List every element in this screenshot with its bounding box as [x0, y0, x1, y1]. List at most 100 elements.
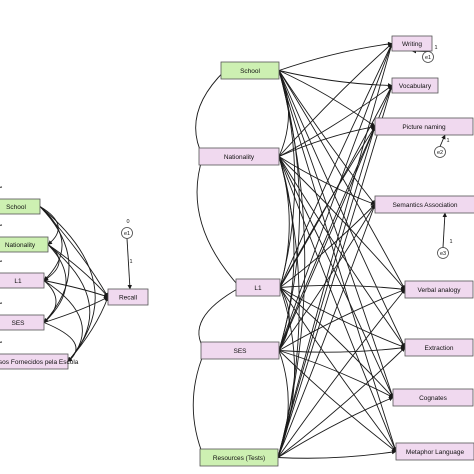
node-box — [107, 288, 149, 306]
node-box — [374, 195, 474, 214]
left-covariance-arc — [35, 202, 70, 323]
right-regression-arrow — [278, 126, 376, 351]
node-label: Recursos Fornecidos pela Escola — [0, 359, 79, 366]
node-label: Nationality — [224, 154, 255, 161]
right-regression-arrow — [278, 125, 376, 157]
node-label: Vocabulary — [399, 83, 432, 90]
node-box — [199, 448, 279, 467]
left_model.predictors-l_nat: Nationality — [0, 236, 49, 253]
right_model.predictors-r_school: School — [220, 61, 280, 80]
node-box — [0, 272, 45, 289]
right-covariance-arc — [277, 287, 295, 458]
right-regression-arrow — [278, 70, 376, 205]
node-label: School — [6, 204, 26, 211]
left_model.predictors-l_res: Recursos Fornecidos pela Escola — [0, 353, 79, 370]
path-coefficient-label: 0 — [126, 219, 129, 225]
right-regression-arrow — [277, 396, 394, 458]
right-regression-arrow — [277, 347, 406, 458]
left_model.predictors-l_school: School — [0, 198, 41, 215]
right-covariance-arc-left — [196, 156, 241, 288]
right-covariance-arc-left — [195, 70, 226, 157]
node-label: Resources (Tests) — [213, 455, 265, 462]
node-box — [374, 117, 474, 136]
node-box — [395, 442, 474, 461]
right-regression-arrow — [278, 43, 393, 157]
right-regression-arrow — [277, 43, 394, 458]
path-coefficient-label: 1 — [434, 45, 437, 51]
error-circle — [434, 146, 446, 158]
right-covariance-arc-left — [192, 350, 206, 458]
node-label: Extraction — [425, 345, 454, 352]
node-box — [0, 236, 49, 253]
error-re3: e3 — [437, 247, 449, 259]
error-circle — [437, 247, 449, 259]
left-variance-loop — [0, 260, 3, 262]
error-le1: e1 — [121, 227, 133, 239]
node-label: SES — [233, 348, 247, 355]
right-regression-arrow — [278, 156, 376, 206]
right_model.outcomes-metaphor: Metaphor Language — [395, 442, 474, 461]
left-variance-loop — [0, 302, 3, 304]
node-label: Picture naming — [402, 124, 446, 131]
left-variance-loop — [0, 224, 3, 226]
right_model.outcomes-writing: Writing — [391, 35, 433, 52]
nodes-layer: 10111SchoolNationalityL1SESRecursos Forn… — [0, 35, 474, 467]
right-regression-arrow — [278, 156, 394, 398]
left_model.predictors-l_ses: SES — [0, 314, 45, 331]
node-label: School — [240, 68, 260, 75]
right-regression-arrow — [278, 204, 376, 351]
node-label: L1 — [14, 278, 22, 285]
error-label: e1 — [124, 231, 130, 237]
right-regression-arrow — [277, 204, 376, 458]
right-regression-arrow — [277, 85, 394, 458]
right_model.outcomes-cognates: Cognates — [392, 388, 474, 407]
right-regression-arrow — [278, 345, 406, 353]
error-label: e1 — [425, 55, 431, 61]
error-re1: e1 — [422, 51, 434, 63]
node-box — [391, 35, 433, 52]
error-label: e2 — [437, 150, 443, 156]
node-label: L1 — [254, 285, 262, 292]
node-box — [404, 280, 474, 299]
node-label: Verbal analogy — [417, 287, 461, 294]
right_model.predictors-r_ses: SES — [200, 341, 280, 360]
path-coefficient-label: 1 — [446, 138, 449, 144]
node-box — [391, 77, 439, 94]
node-box — [220, 61, 280, 80]
node-label: Metaphor Language — [406, 449, 465, 456]
node-box — [235, 278, 281, 297]
right_model.outcomes-extraction: Extraction — [404, 338, 474, 357]
right-covariance-arc — [278, 287, 290, 351]
node-box — [0, 198, 41, 215]
right-regression-arrow — [278, 70, 406, 348]
left-variance-loop — [0, 186, 3, 188]
node-label: Semantics Association — [392, 202, 457, 209]
right-regression-arrow — [278, 350, 397, 452]
left-variance-loop — [0, 341, 3, 343]
right-regression-arrow — [278, 43, 393, 351]
node-label: Writing — [402, 41, 422, 48]
node-label: Nationality — [5, 242, 36, 249]
node-box — [0, 314, 45, 331]
error-re2: e2 — [434, 146, 446, 158]
edges-layer — [0, 41, 448, 459]
error-circle — [121, 227, 133, 239]
right-covariance-arc-left — [198, 287, 241, 351]
right_model.predictors-r_nat: Nationality — [198, 147, 280, 166]
right-regression-arrow — [279, 287, 406, 349]
right_model.outcomes-semantic: Semantics Association — [374, 195, 474, 214]
right-covariance-arc — [277, 350, 289, 458]
right_model.outcomes-picture: Picture naming — [374, 117, 474, 136]
right-regression-arrow — [279, 287, 394, 398]
node-label: SES — [11, 320, 25, 327]
right-regression-arrow — [278, 350, 394, 398]
error-semantic-arrow — [442, 212, 448, 248]
node-box — [392, 388, 474, 407]
left-covariance-arc — [39, 276, 57, 323]
right-regression-arrow — [279, 204, 376, 288]
path-coefficient-label: 1 — [129, 259, 132, 265]
right-regression-arrow — [278, 41, 393, 71]
left-regression-arrow — [43, 280, 109, 298]
node-box — [404, 338, 474, 357]
